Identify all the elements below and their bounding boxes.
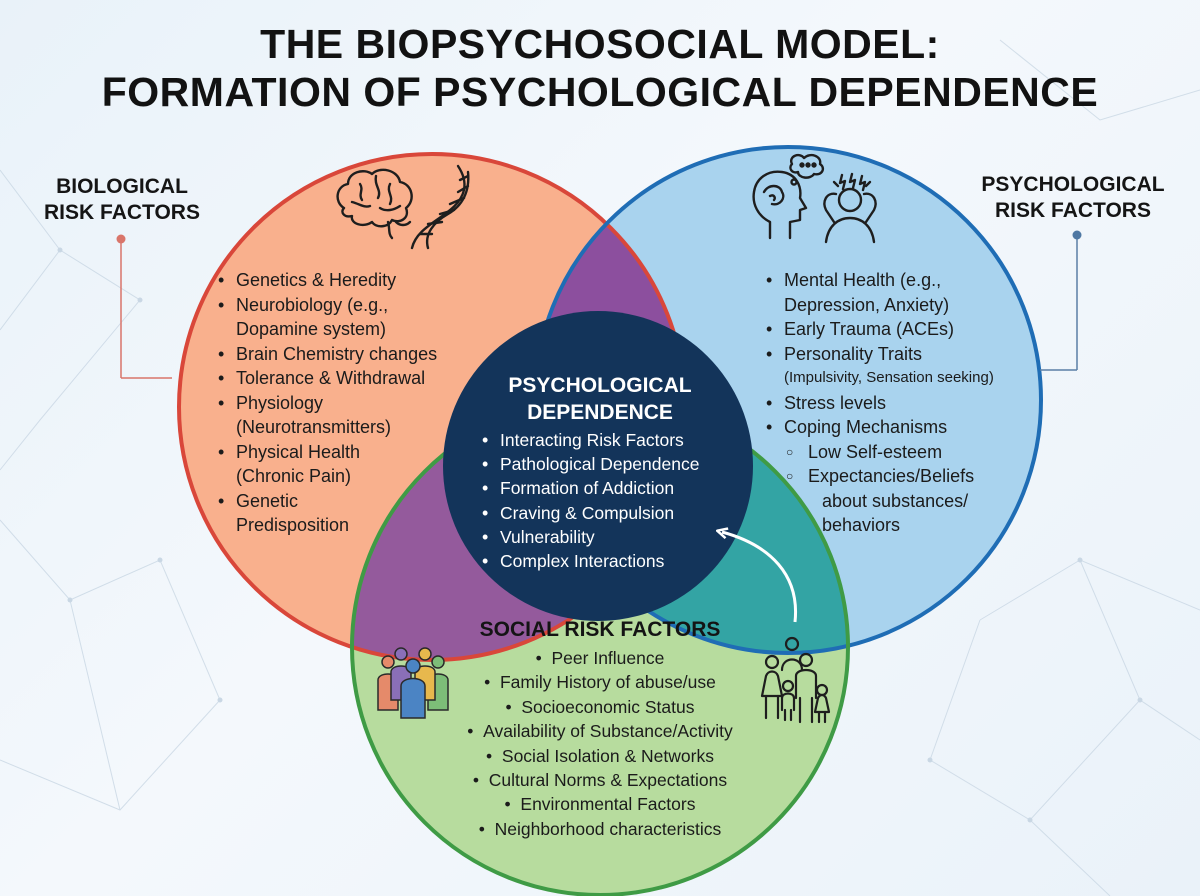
- list-item: Socioeconomic Status: [400, 695, 800, 719]
- list-item: Family History of abuse/use: [400, 670, 800, 694]
- list-item: Peer Influence: [400, 646, 800, 670]
- list-item: Depression, Anxiety): [784, 294, 950, 315]
- list-item: Neighborhood characteristics: [400, 817, 800, 841]
- list-item: Expectancies/Beliefs: [764, 464, 994, 489]
- list-item: Dopamine system): [236, 319, 387, 339]
- list-item: Vulnerability: [480, 525, 699, 549]
- social-title: SOCIAL RISK FACTORS: [479, 618, 721, 641]
- list-item: Low Self-esteem: [764, 440, 994, 465]
- psychological-factors-list: Mental Health (e.g., Depression, Anxiety…: [764, 268, 994, 538]
- biological-factors-list: Genetics & Heredity Neurobiology (e.g., …: [216, 268, 437, 538]
- curved-arrow: [722, 532, 798, 623]
- page-title: THE BIOPSYCHOSOCIAL MODEL: FORMATION OF …: [0, 20, 1200, 116]
- list-item: Formation of Addiction: [480, 476, 699, 500]
- dna-icon: [410, 164, 470, 250]
- list-item: Genetic: [216, 489, 437, 514]
- biological-label-line-1: BIOLOGICAL: [56, 175, 188, 198]
- psychological-label-line-2: RISK FACTORS: [995, 199, 1151, 222]
- brain-icon: [336, 168, 413, 240]
- list-item: Complex Interactions: [480, 549, 699, 573]
- list-item: Cultural Norms & Expectations: [400, 768, 800, 792]
- list-item: Stress levels: [764, 391, 994, 416]
- list-item: (Chronic Pain): [236, 466, 352, 486]
- biological-connector: [116, 234, 172, 379]
- psychological-connector: [1040, 230, 1082, 371]
- list-item: Environmental Factors: [400, 792, 800, 816]
- list-item: Physiology: [216, 391, 437, 416]
- list-item: Predisposition: [236, 515, 350, 535]
- list-item: Genetics & Heredity: [216, 268, 437, 293]
- center-title-line-1: PSYCHOLOGICAL: [508, 374, 692, 397]
- list-item: (Impulsivity, Sensation seeking): [784, 369, 994, 386]
- list-item: behaviors: [822, 515, 901, 535]
- biological-label-line-2: RISK FACTORS: [44, 201, 200, 224]
- list-item: Tolerance & Withdrawal: [216, 366, 437, 391]
- psychological-label-line-1: PSYCHOLOGICAL: [981, 173, 1165, 196]
- list-item: Mental Health (e.g.,: [764, 268, 994, 293]
- list-item: Personality Traits: [764, 342, 994, 367]
- list-item: Coping Mechanisms: [764, 415, 994, 440]
- list-item: Early Trauma (ACEs): [764, 317, 994, 342]
- title-line-1: THE BIOPSYCHOSOCIAL MODEL:: [260, 21, 940, 67]
- center-title: PSYCHOLOGICAL DEPENDENCE: [450, 372, 750, 426]
- center-list: Interacting Risk Factors Pathological De…: [480, 428, 699, 573]
- center-title-line-2: DEPENDENCE: [527, 401, 673, 424]
- social-factors-list: Peer Influence Family History of abuse/u…: [400, 646, 800, 841]
- list-item: Availability of Substance/Activity: [400, 719, 800, 743]
- list-item: Neurobiology (e.g.,: [216, 293, 437, 318]
- list-item: Social Isolation & Networks: [400, 744, 800, 768]
- list-item: about substances/: [822, 490, 969, 511]
- psychological-label: PSYCHOLOGICAL RISK FACTORS: [968, 172, 1178, 224]
- list-item: (Neurotransmitters): [236, 417, 392, 437]
- list-item: Physical Health: [216, 440, 437, 465]
- list-item: Brain Chemistry changes: [216, 342, 437, 367]
- list-item: Pathological Dependence: [480, 452, 699, 476]
- list-item: Interacting Risk Factors: [480, 428, 699, 452]
- title-line-2: FORMATION OF PSYCHOLOGICAL DEPENDENCE: [101, 69, 1099, 115]
- list-item: Craving & Compulsion: [480, 501, 699, 525]
- biological-label: BIOLOGICAL RISK FACTORS: [36, 174, 208, 226]
- stressed-person-icon: [823, 172, 877, 244]
- thinking-head-icon: [752, 153, 825, 240]
